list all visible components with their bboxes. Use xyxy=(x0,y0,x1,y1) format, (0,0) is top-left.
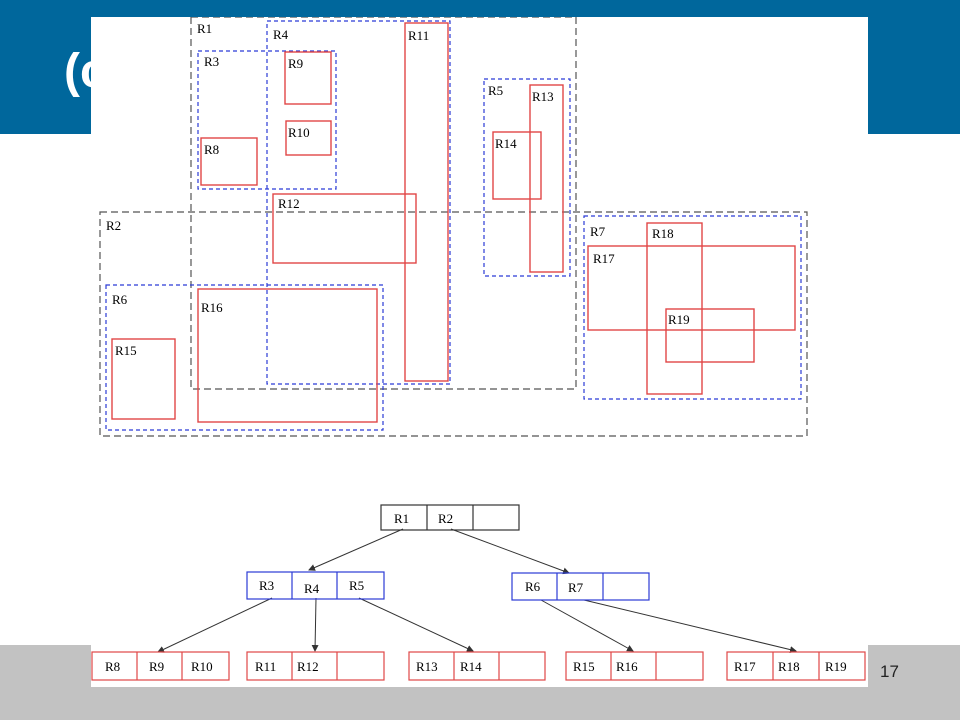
label-r19: R19 xyxy=(668,312,690,327)
rtree-diagram: R1 R2 R3 R4 R5 R6 R7 R8 R9 R10 R11 R12 R… xyxy=(91,17,866,681)
tree-leaf-r17: R17 xyxy=(734,659,756,674)
region-r6 xyxy=(105,284,384,431)
region-r10 xyxy=(285,120,332,156)
region-r12 xyxy=(272,193,417,264)
label-r14: R14 xyxy=(495,136,517,151)
label-r2: R2 xyxy=(106,218,121,233)
tree-leaf-r8: R8 xyxy=(105,659,120,674)
region-r16 xyxy=(197,288,378,423)
label-r10: R10 xyxy=(288,125,310,140)
edge-r3-leaf xyxy=(157,597,273,653)
tree-leaf-r14: R14 xyxy=(460,659,482,674)
tree-level1-nodes xyxy=(246,571,650,601)
tree-node-r6: R6 xyxy=(525,579,541,594)
label-r12: R12 xyxy=(278,196,300,211)
label-r9: R9 xyxy=(288,56,303,71)
tree-leaf-r12: R12 xyxy=(297,659,319,674)
region-r9 xyxy=(284,51,332,105)
region-r14 xyxy=(492,131,542,200)
region-r13 xyxy=(529,84,564,273)
region-r17 xyxy=(587,245,796,331)
tree-node-r5: R5 xyxy=(349,578,364,593)
region-r3 xyxy=(197,50,337,190)
label-r13: R13 xyxy=(532,89,554,104)
tree-root-node xyxy=(380,504,520,531)
tree-leaf-r10: R10 xyxy=(191,659,213,674)
edge-root-right xyxy=(450,528,570,575)
level0-regions xyxy=(99,17,808,437)
tree-leaf-r11: R11 xyxy=(255,659,276,674)
label-r1: R1 xyxy=(197,21,212,36)
label-r15: R15 xyxy=(115,343,137,358)
tree-leaf-nodes xyxy=(91,651,866,681)
label-r8: R8 xyxy=(204,142,219,157)
leaf-regions xyxy=(111,22,796,423)
label-r3: R3 xyxy=(204,54,219,69)
tree-root-entry-2: R2 xyxy=(438,511,453,526)
edge-r5-leaf xyxy=(358,597,474,652)
label-r5: R5 xyxy=(488,83,503,98)
edge-r4-leaf xyxy=(311,597,319,652)
region-r15 xyxy=(111,338,176,420)
label-r6: R6 xyxy=(112,292,128,307)
tree-leaf-r15: R15 xyxy=(573,659,595,674)
tree-leaf-r18: R18 xyxy=(778,659,800,674)
tree-edges xyxy=(157,528,797,653)
tree-node-r4: R4 xyxy=(304,581,320,596)
label-r17: R17 xyxy=(593,251,615,266)
region-r4 xyxy=(266,20,451,385)
tree-root-entry-1: R1 xyxy=(394,511,409,526)
label-r18: R18 xyxy=(652,226,674,241)
region-r19 xyxy=(665,308,755,363)
label-r11: R11 xyxy=(408,28,429,43)
region-labels: R1 R2 R3 R4 R5 R6 R7 R8 R9 R10 R11 R12 R… xyxy=(106,21,690,358)
tree-node-r7: R7 xyxy=(568,580,584,595)
page-number: 17 xyxy=(880,662,899,681)
label-r16: R16 xyxy=(201,300,223,315)
region-r11 xyxy=(404,22,449,382)
tree-leaf-r9: R9 xyxy=(149,659,164,674)
tree-node-r3: R3 xyxy=(259,578,274,593)
label-r7: R7 xyxy=(590,224,606,239)
tree-leaf-r16: R16 xyxy=(616,659,638,674)
region-r7 xyxy=(583,215,802,400)
region-r8 xyxy=(200,137,258,186)
label-r4: R4 xyxy=(273,27,289,42)
edge-r6-leaf xyxy=(540,599,634,652)
edge-root-left xyxy=(308,528,404,571)
region-r5 xyxy=(483,78,571,277)
tree-leaf-r19: R19 xyxy=(825,659,847,674)
level1-regions xyxy=(105,20,802,431)
tree-leaf-r13: R13 xyxy=(416,659,438,674)
region-r2 xyxy=(99,211,808,437)
edge-r7-leaf xyxy=(583,599,797,653)
rtree-figure: R1 R2 R3 R4 R5 R6 R7 R8 R9 R10 R11 R12 R… xyxy=(91,17,868,687)
